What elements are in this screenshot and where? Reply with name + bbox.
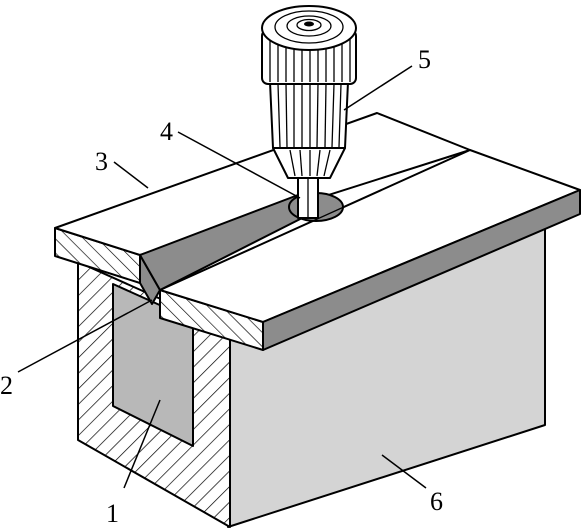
leader-3 <box>113 161 149 189</box>
part-labels: 1 2 3 4 5 6 <box>0 45 443 528</box>
torch-body <box>269 81 349 149</box>
weld-seam-line <box>159 149 471 291</box>
torch-body-ribs <box>277 83 342 148</box>
leader-1 <box>123 399 161 489</box>
label-part-4: 4 <box>160 117 173 146</box>
plates <box>54 112 581 351</box>
leader-5 <box>343 65 413 111</box>
right-plate-right-edge <box>262 189 581 351</box>
label-part-1: 1 <box>106 499 119 528</box>
backing-block <box>77 224 546 528</box>
label-part-5: 5 <box>418 45 431 74</box>
leader-6 <box>381 454 427 489</box>
welding-torch <box>261 5 357 219</box>
leader-2 <box>17 299 153 373</box>
label-part-3: 3 <box>95 147 108 176</box>
label-part-2: 2 <box>0 371 13 400</box>
label-part-6: 6 <box>430 487 443 516</box>
leader-lines <box>17 65 427 489</box>
leader-4 <box>177 131 301 199</box>
